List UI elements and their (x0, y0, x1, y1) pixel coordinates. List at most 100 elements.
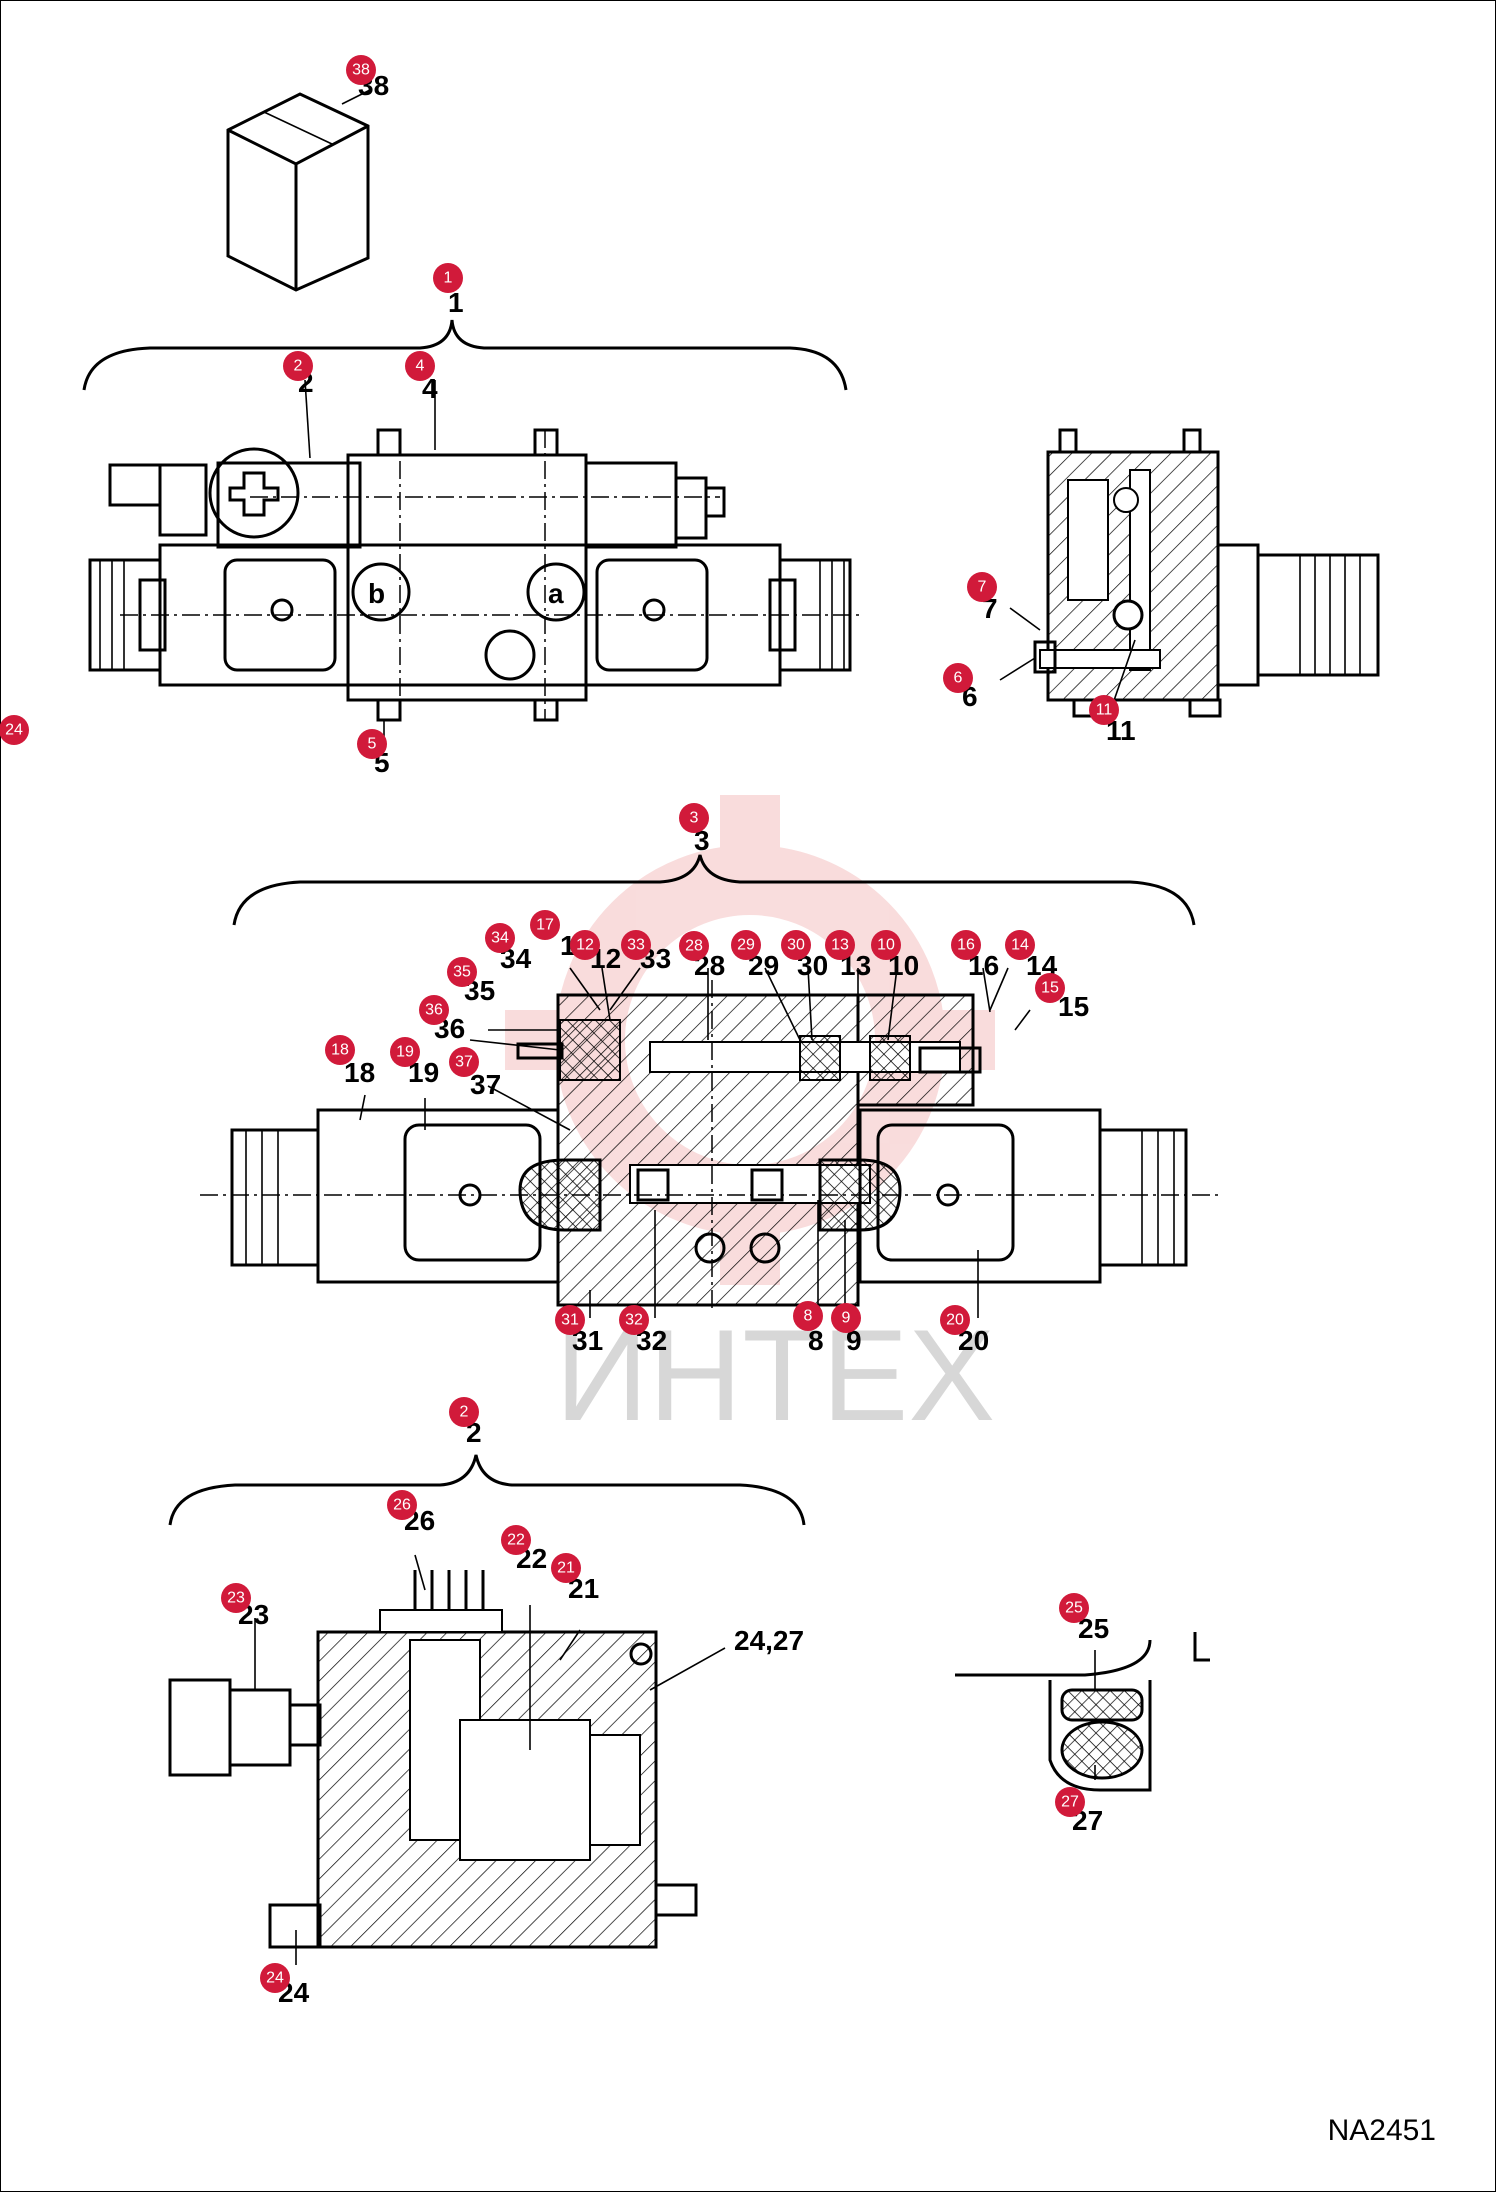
svg-text:32: 32 (625, 1312, 643, 1329)
svg-text:4: 4 (416, 358, 425, 375)
svg-text:37: 37 (455, 1054, 473, 1071)
badge-21[interactable]: 21 (551, 1553, 581, 1583)
part-38-box (226, 89, 371, 292)
svg-text:38: 38 (352, 62, 370, 79)
label: 9 (846, 1325, 862, 1356)
brace-2 (168, 1454, 806, 1526)
label: 4 (422, 373, 438, 404)
badge-36[interactable]: 36 (419, 995, 449, 1025)
badge-19[interactable]: 19 (390, 1037, 420, 1067)
badge-30[interactable]: 30 (781, 930, 811, 960)
badge-35[interactable]: 35 (447, 957, 477, 987)
badge-20[interactable]: 20 (940, 1305, 970, 1335)
badge-7[interactable]: 7 (967, 572, 997, 602)
svg-text:b: b (368, 578, 385, 609)
svg-text:27: 27 (1061, 1794, 1079, 1811)
brace-1 (82, 319, 848, 391)
badges: 38 1 2 4 5 7 6 11 24 3 34 17 12 33 28 29… (0, 55, 1119, 1993)
badge-31[interactable]: 31 (555, 1305, 585, 1335)
svg-text:22: 22 (507, 1532, 525, 1549)
svg-text:6: 6 (954, 670, 963, 687)
svg-text:20: 20 (946, 1312, 964, 1329)
badge-25[interactable]: 25 (1059, 1593, 1089, 1623)
badge-23[interactable]: 23 (221, 1583, 251, 1613)
badge-27[interactable]: 27 (1055, 1787, 1085, 1817)
svg-text:12: 12 (576, 937, 594, 954)
badge-1[interactable]: 1 (433, 263, 463, 293)
valve-assembly-top: b a (88, 428, 860, 722)
badge-3[interactable]: 3 (679, 803, 709, 833)
svg-text:30: 30 (787, 937, 805, 954)
badge-26[interactable]: 26 (387, 1490, 417, 1520)
drawing-code: NA2451 (1327, 2114, 1436, 2147)
badge-34[interactable]: 34 (485, 923, 515, 953)
badge-13[interactable]: 13 (825, 930, 855, 960)
svg-text:8: 8 (804, 1308, 813, 1325)
label: 18 (344, 1057, 375, 1088)
svg-text:36: 36 (425, 1002, 443, 1019)
valve-section-middle (200, 980, 1220, 1310)
badge-29[interactable]: 29 (731, 930, 761, 960)
label: 24,27 (734, 1625, 804, 1656)
badge-8[interactable]: 8 (793, 1301, 823, 1331)
badge-17[interactable]: 17 (530, 910, 560, 940)
svg-text:25: 25 (1065, 1600, 1083, 1617)
badge-14[interactable]: 14 (1005, 930, 1035, 960)
badge-5[interactable]: 5 (357, 729, 387, 759)
badge-12[interactable]: 12 (570, 930, 600, 960)
valve-side-view (1033, 428, 1380, 718)
svg-text:11: 11 (1096, 702, 1113, 719)
svg-text:13: 13 (831, 937, 849, 954)
svg-text:21: 21 (557, 1560, 575, 1577)
svg-text:3: 3 (690, 810, 699, 827)
svg-text:18: 18 (331, 1042, 349, 1059)
badge-15[interactable]: 15 (1035, 973, 1065, 1003)
svg-text:17: 17 (536, 917, 554, 934)
cartridge-section (168, 1570, 698, 1949)
svg-text:35: 35 (453, 964, 471, 981)
svg-text:9: 9 (842, 1310, 851, 1327)
svg-text:23: 23 (227, 1590, 245, 1607)
svg-text:24: 24 (266, 1970, 284, 1987)
leader-lines (254, 379, 1136, 1965)
seal-detail (955, 1632, 1210, 1792)
label: 15 (1058, 991, 1089, 1022)
badge-10[interactable]: 10 (871, 930, 901, 960)
badge-2[interactable]: 2 (283, 351, 313, 381)
badge-32[interactable]: 32 (619, 1305, 649, 1335)
badge-2-lower[interactable]: 2 (449, 1397, 479, 1427)
svg-text:14: 14 (1011, 937, 1029, 954)
svg-text:10: 10 (877, 937, 895, 954)
badge-4[interactable]: 4 (405, 351, 435, 381)
badge-33[interactable]: 33 (621, 930, 651, 960)
svg-text:29: 29 (737, 937, 755, 954)
badge-16[interactable]: 16 (951, 930, 981, 960)
badge-6[interactable]: 6 (943, 663, 973, 693)
brace-3 (232, 854, 1196, 926)
svg-text:16: 16 (957, 937, 975, 954)
label: 1 (448, 287, 464, 318)
label: 37 (470, 1069, 501, 1100)
label: 3 (694, 825, 710, 856)
badge-24-side[interactable]: 24 (0, 715, 29, 745)
svg-text:34: 34 (491, 930, 509, 947)
svg-text:7: 7 (978, 579, 987, 596)
svg-text:a: a (548, 578, 564, 609)
badge-37[interactable]: 37 (449, 1047, 479, 1077)
badge-24[interactable]: 24 (260, 1963, 290, 1993)
svg-text:24: 24 (5, 722, 23, 739)
svg-text:26: 26 (393, 1497, 411, 1514)
badge-9[interactable]: 9 (831, 1303, 861, 1333)
badge-38[interactable]: 38 (346, 55, 376, 85)
svg-text:5: 5 (368, 736, 377, 753)
badge-22[interactable]: 22 (501, 1525, 531, 1555)
svg-text:33: 33 (627, 937, 645, 954)
badge-11[interactable]: 11 (1089, 695, 1119, 725)
svg-text:2: 2 (294, 358, 303, 375)
svg-text:2: 2 (460, 1404, 469, 1421)
badge-18[interactable]: 18 (325, 1035, 355, 1065)
label: 8 (808, 1325, 824, 1356)
badge-28[interactable]: 28 (679, 931, 709, 961)
